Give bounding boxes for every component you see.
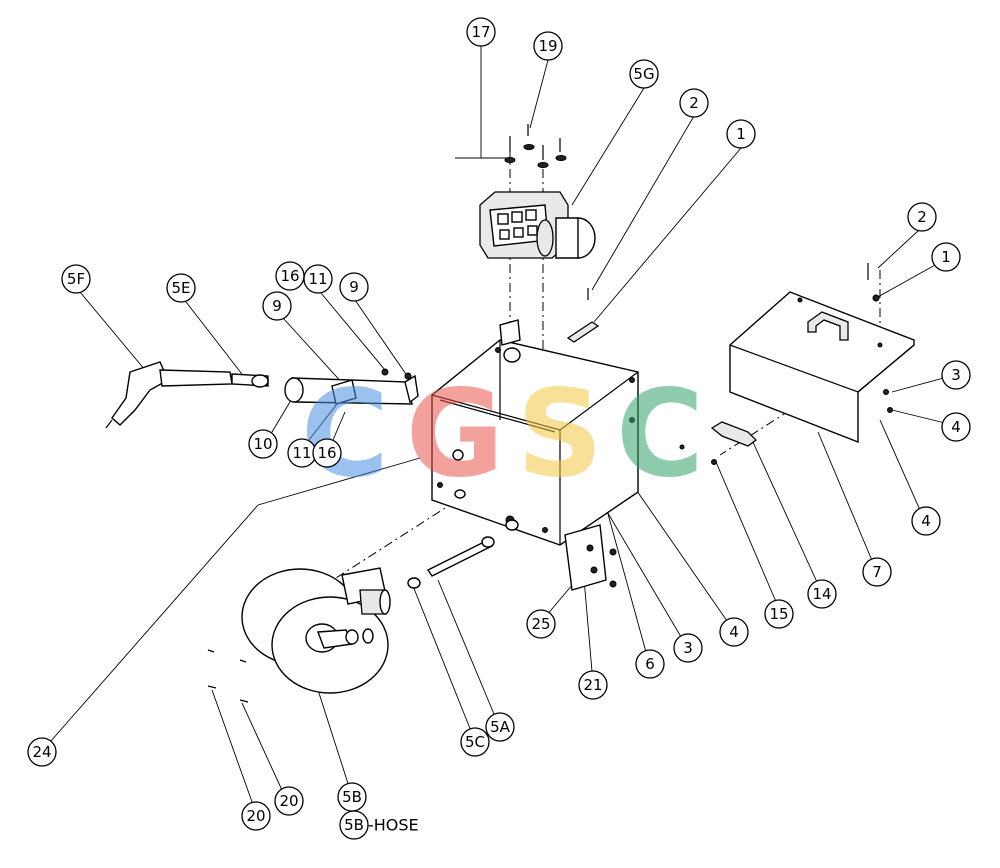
svg-text:9: 9 xyxy=(272,297,282,315)
svg-text:5C: 5C xyxy=(465,733,485,751)
watermark-letter-c2: C xyxy=(616,366,704,505)
svg-text:7: 7 xyxy=(872,563,882,581)
callout-15: 15 xyxy=(764,599,794,629)
svg-text:4: 4 xyxy=(951,418,961,436)
callout-3b: 3 xyxy=(673,633,703,663)
callout-17: 17 xyxy=(466,17,496,47)
svg-text:4: 4 xyxy=(921,512,931,530)
callout-5g: 5G xyxy=(629,59,659,89)
svg-text:17: 17 xyxy=(471,23,490,41)
callout-5b: 5B xyxy=(337,782,367,812)
callout-5f: 5F xyxy=(61,264,91,294)
hose-legend-badge: 5B xyxy=(339,810,369,840)
svg-text:5E: 5E xyxy=(171,279,190,297)
svg-text:9: 9 xyxy=(349,278,359,296)
svg-text:5F: 5F xyxy=(67,270,85,288)
callout-24: 24 xyxy=(27,737,57,767)
watermark: C G S C xyxy=(301,366,704,505)
callout-4b: 4 xyxy=(911,506,941,536)
svg-text:25: 25 xyxy=(531,615,550,633)
svg-text:1: 1 xyxy=(941,248,951,266)
callout-14: 14 xyxy=(807,579,837,609)
mounting-bolts xyxy=(504,124,567,168)
callout-9a: 9 xyxy=(339,272,369,302)
svg-text:16: 16 xyxy=(280,267,299,285)
spray-gun-assembly xyxy=(105,361,269,429)
pump-motor-assembly xyxy=(479,124,596,259)
bracket-1 xyxy=(566,288,600,343)
svg-text:2: 2 xyxy=(689,94,699,112)
svg-text:11: 11 xyxy=(308,270,327,288)
callout-9b: 9 xyxy=(262,291,292,321)
callout-20a: 20 xyxy=(241,801,271,831)
watermark-letter-c1: C xyxy=(301,366,389,505)
callout-25: 25 xyxy=(526,609,556,639)
svg-text:6: 6 xyxy=(645,655,655,673)
callout-16a: 16 xyxy=(275,261,305,291)
svg-text:14: 14 xyxy=(812,585,831,603)
svg-text:5B: 5B xyxy=(342,788,362,806)
swivel-shaft xyxy=(407,519,519,589)
callout-7: 7 xyxy=(862,557,892,587)
callout-19: 19 xyxy=(533,31,563,61)
callout-5c: 5C xyxy=(460,727,490,757)
hose-reel xyxy=(207,567,391,703)
callout-3a: 3 xyxy=(941,360,971,390)
svg-text:3: 3 xyxy=(683,639,693,657)
watermark-letter-g: G xyxy=(406,366,505,505)
svg-text:5B: 5B xyxy=(344,816,364,834)
hose-legend: 5B -HOSE xyxy=(339,810,419,840)
callouts: 17 19 5G 2 1 2 1 3 4 4 7 14 15 4 3 6 21 … xyxy=(27,17,971,831)
svg-text:21: 21 xyxy=(583,676,602,694)
svg-text:5G: 5G xyxy=(633,65,654,83)
handle-14 xyxy=(679,421,757,465)
tube-assembly xyxy=(284,368,419,405)
svg-text:16: 16 xyxy=(317,444,336,462)
svg-text:3: 3 xyxy=(951,366,961,384)
svg-text:24: 24 xyxy=(32,743,51,761)
callout-2a: 2 xyxy=(679,88,709,118)
callout-20b: 20 xyxy=(274,786,304,816)
svg-text:11: 11 xyxy=(292,444,311,462)
svg-text:20: 20 xyxy=(279,792,298,810)
svg-text:4: 4 xyxy=(729,623,739,641)
watermark-letter-s: S xyxy=(517,366,603,505)
callout-4c: 4 xyxy=(719,617,749,647)
callout-11b: 11 xyxy=(287,438,317,468)
callout-1a: 1 xyxy=(726,119,756,149)
svg-text:5A: 5A xyxy=(490,718,511,736)
cover-7 xyxy=(729,263,915,444)
svg-text:1: 1 xyxy=(736,125,746,143)
callout-1b: 1 xyxy=(931,242,961,272)
svg-text:19: 19 xyxy=(538,37,557,55)
callout-4a: 4 xyxy=(941,412,971,442)
callout-16b: 16 xyxy=(312,438,342,468)
hose-legend-text: -HOSE xyxy=(368,816,419,835)
callout-21: 21 xyxy=(578,670,608,700)
callout-11a: 11 xyxy=(303,264,333,294)
svg-text:10: 10 xyxy=(253,435,272,453)
frame-box xyxy=(431,319,639,591)
svg-text:20: 20 xyxy=(246,807,265,825)
callout-6: 6 xyxy=(635,649,665,679)
callout-5e: 5E xyxy=(166,273,196,303)
callout-2b: 2 xyxy=(907,202,937,232)
svg-text:2: 2 xyxy=(917,208,927,226)
svg-text:15: 15 xyxy=(769,605,788,623)
callout-10: 10 xyxy=(248,429,278,459)
callout-5a: 5A xyxy=(485,712,515,742)
